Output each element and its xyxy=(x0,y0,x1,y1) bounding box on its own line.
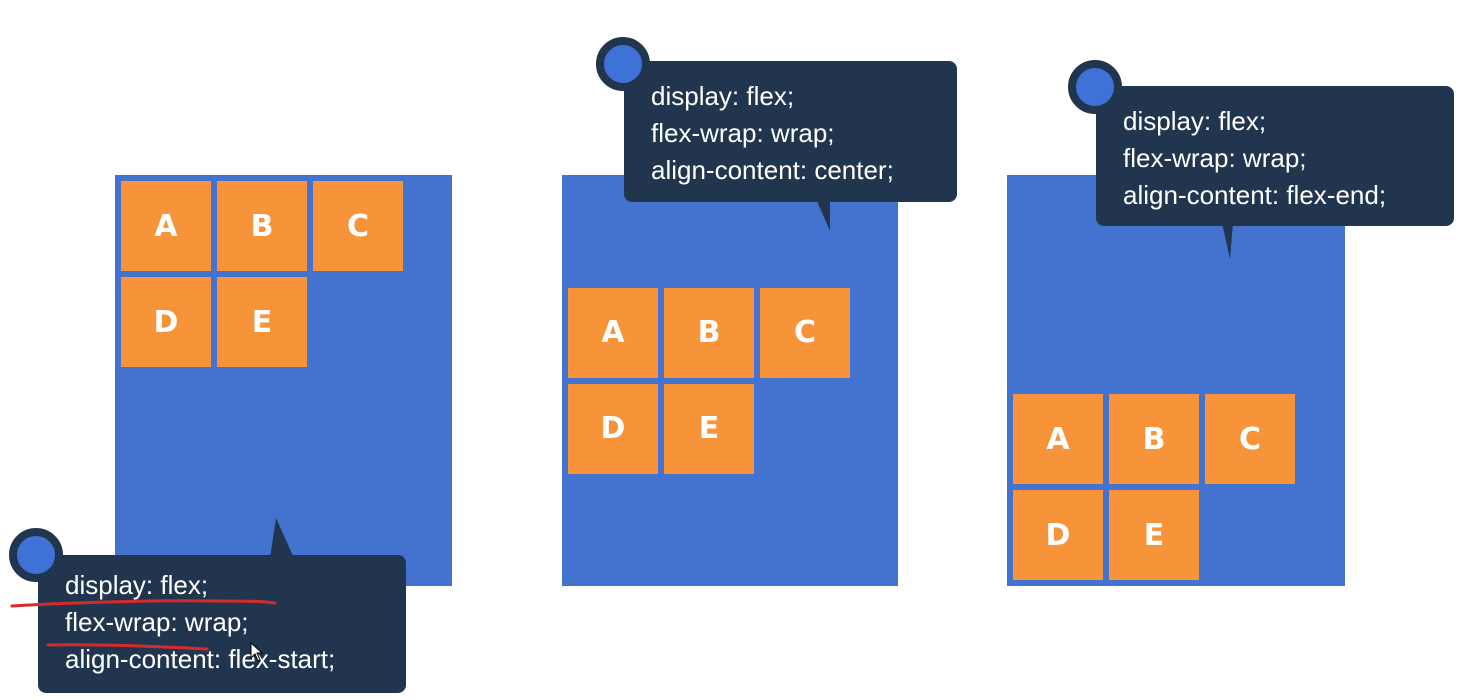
code-line: flex-wrap: wrap; xyxy=(1123,143,1307,173)
code-line: align-content: center; xyxy=(651,155,894,185)
callout-tail xyxy=(816,199,830,231)
flex-item-a: A xyxy=(568,287,658,378)
flex-item-d: D xyxy=(1013,490,1103,580)
flex-item-b: B xyxy=(217,181,307,271)
flex-item-a: A xyxy=(1013,394,1103,484)
mouse-cursor-icon xyxy=(250,641,264,662)
underline-annotation xyxy=(46,643,209,651)
flex-item-c: C xyxy=(1205,394,1295,484)
code-callout-center: display: flex; flex-wrap: wrap; align-co… xyxy=(624,61,957,202)
code-line: display: flex; xyxy=(651,81,795,111)
flex-item-c: C xyxy=(313,181,403,271)
code-line: display: flex; xyxy=(1123,106,1267,136)
code-line: flex-wrap: wrap; xyxy=(651,118,835,148)
code-line: flex-wrap: wrap; xyxy=(65,607,249,637)
callout-tail xyxy=(1222,223,1233,259)
flex-item-e: E xyxy=(1109,490,1199,580)
callout-dot-icon xyxy=(9,528,63,582)
flex-container-flex-start: A B C D E xyxy=(115,175,452,586)
underline-annotation xyxy=(10,599,277,608)
flex-container-flex-end: A B C D E xyxy=(1007,175,1345,586)
flex-item-d: D xyxy=(121,277,211,367)
code-line: display: flex; xyxy=(65,570,209,600)
callout-dot-icon xyxy=(1068,60,1122,114)
flex-item-e: E xyxy=(664,383,754,474)
code-callout-flex-end: display: flex; flex-wrap: wrap; align-co… xyxy=(1096,86,1454,226)
callout-tail xyxy=(270,518,294,558)
flex-item-d: D xyxy=(568,383,658,474)
flex-item-b: B xyxy=(1109,394,1199,484)
code-line: align-content: flex-end; xyxy=(1123,180,1387,210)
flex-item-c: C xyxy=(760,287,850,378)
flex-item-e: E xyxy=(217,277,307,367)
flex-container-center: A B C D E xyxy=(562,175,898,586)
callout-dot-icon xyxy=(596,37,650,91)
flex-item-a: A xyxy=(121,181,211,271)
flex-item-b: B xyxy=(664,287,754,378)
